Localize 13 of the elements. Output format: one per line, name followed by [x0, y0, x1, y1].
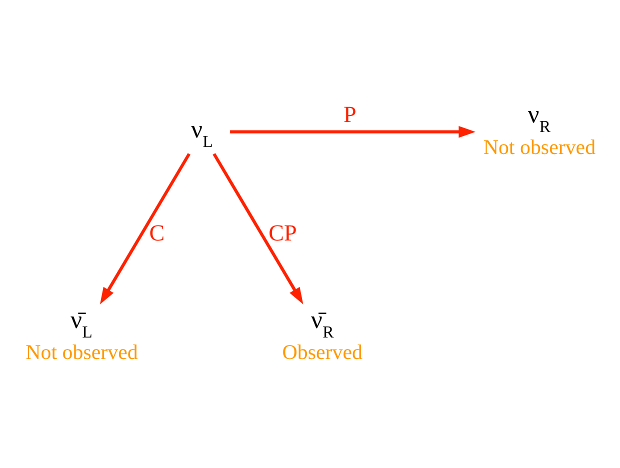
arrow [212, 152, 304, 304]
edge-label: C [149, 218, 165, 245]
node-text: ν̄$_{L}$ [70, 306, 92, 341]
node-label: Not observed [26, 340, 138, 364]
edge-label: P [344, 100, 356, 127]
arrow [100, 152, 190, 304]
node-text: ν$_{R}$ [528, 101, 551, 136]
node-text: ν̄$_{R}$ [311, 306, 334, 341]
arrow [230, 125, 476, 138]
node-label: Not observed [483, 134, 596, 158]
node-text: ν$_{L}$ [191, 116, 213, 150]
node-label: Observed [282, 340, 362, 364]
edge-label: CP [268, 218, 297, 245]
